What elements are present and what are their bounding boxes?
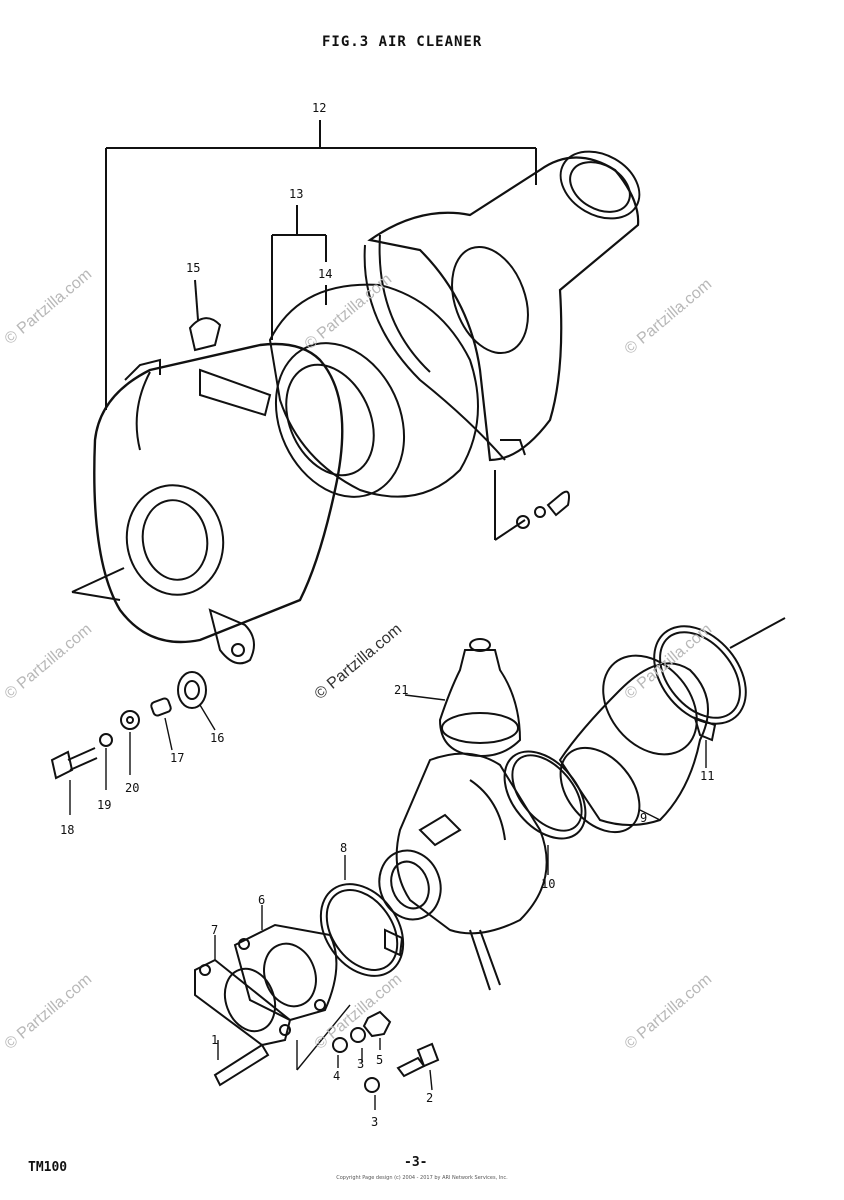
watermark-2: © Partzilla.com	[302, 271, 396, 353]
callout-3a: 3	[357, 1057, 364, 1071]
watermark-8: © Partzilla.com	[312, 971, 406, 1053]
watermark-3: © Partzilla.com	[622, 276, 716, 358]
watermark-5: © Partzilla.com	[312, 621, 406, 703]
callout-20: 20	[125, 781, 139, 795]
callout-21: 21	[394, 683, 408, 697]
callout-5: 5	[376, 1053, 383, 1067]
figure-title: FIG.3 AIR CLEANER	[322, 34, 483, 50]
model-code: TM100	[28, 1160, 68, 1175]
watermark-6: © Partzilla.com	[622, 621, 716, 703]
callout-8: 8	[340, 841, 347, 855]
callout-11: 11	[700, 769, 714, 783]
footer-note: Copyright Page design (c) 2004 - 2017 by…	[336, 1175, 508, 1181]
bracket-12	[105, 120, 537, 410]
carburetor-mount	[194, 883, 405, 1047]
intake-hose	[503, 625, 747, 840]
callout-15: 15	[186, 261, 200, 275]
callout-1: 1	[211, 1033, 218, 1047]
page-number: -3-	[404, 1155, 428, 1170]
callout-3b: 3	[371, 1115, 378, 1129]
callout-12: 12	[312, 101, 326, 115]
callout-9: 9	[640, 811, 647, 825]
carburetor-cap	[438, 638, 522, 757]
mounting-hardware	[50, 671, 207, 780]
callout-2: 2	[426, 1091, 433, 1105]
air-cleaner-cap	[93, 279, 344, 665]
callout-labels: 12 13 14 15 16 17 18 19 20 21 11 10 9 8 …	[60, 101, 714, 1129]
carburetor-body	[378, 752, 548, 991]
callout-19: 19	[97, 798, 111, 812]
wing-nut-set	[516, 490, 570, 529]
air-cleaner-case	[363, 150, 641, 541]
callout-7: 7	[211, 923, 218, 937]
leader-lines	[69, 694, 707, 1110]
callout-13: 13	[289, 187, 303, 201]
watermarks: © Partzilla.com © Partzilla.com © Partzi…	[2, 266, 716, 1053]
watermark-9: © Partzilla.com	[622, 971, 716, 1053]
watermark-4: © Partzilla.com	[2, 621, 96, 703]
watermark-7: © Partzilla.com	[2, 971, 96, 1053]
watermark-1: © Partzilla.com	[2, 266, 96, 348]
bracket-13	[271, 205, 327, 340]
studs-and-nuts	[213, 1010, 440, 1093]
callout-16: 16	[210, 731, 224, 745]
callout-6: 6	[258, 893, 265, 907]
callout-17: 17	[170, 751, 184, 765]
callout-18: 18	[60, 823, 74, 837]
callout-14: 14	[318, 267, 332, 281]
callout-4: 4	[333, 1069, 340, 1083]
callout-10: 10	[541, 877, 555, 891]
